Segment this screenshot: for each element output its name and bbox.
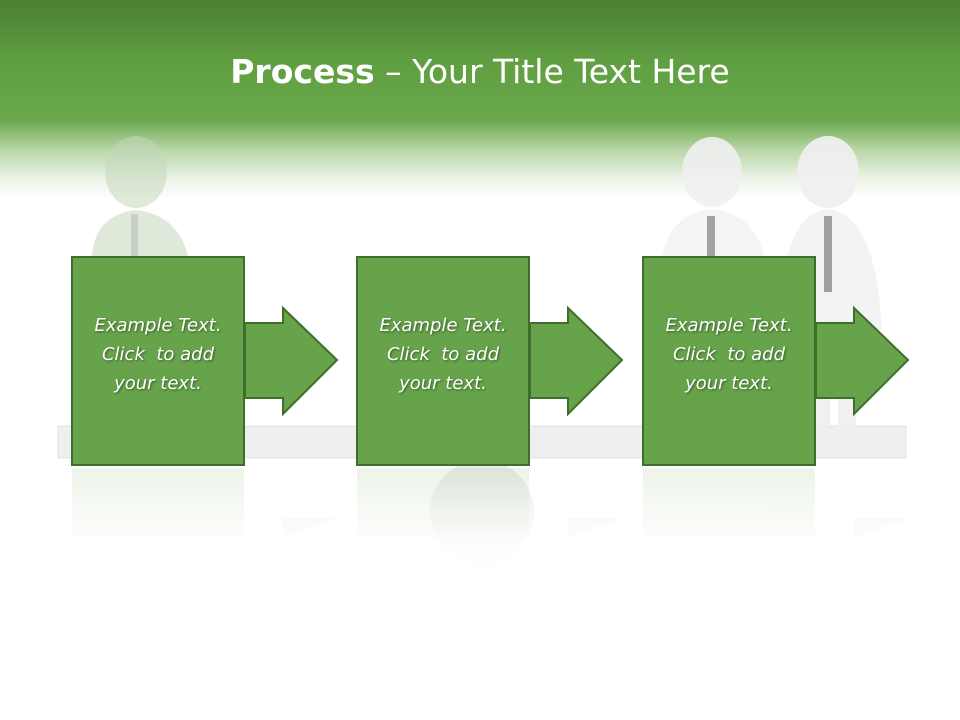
step-line-3: your text. xyxy=(399,373,487,394)
step-line-1: Example Text. xyxy=(665,315,793,336)
step-line-3: your text. xyxy=(114,373,202,394)
step-line-3: your text. xyxy=(685,373,773,394)
step-text[interactable]: Example Text. Click to add your text. xyxy=(642,311,816,398)
title-rest: – Your Title Text Here xyxy=(374,52,730,91)
step-line-1: Example Text. xyxy=(379,315,507,336)
person-figure-icon xyxy=(662,137,765,260)
reflection-fade xyxy=(0,470,960,590)
title-bold: Process xyxy=(230,52,375,91)
step-line-2: Click to add xyxy=(672,344,785,365)
step-line-2: Click to add xyxy=(101,344,214,365)
step-text[interactable]: Example Text. Click to add your text. xyxy=(356,311,530,398)
person-figure-icon xyxy=(92,136,188,256)
slide-title[interactable]: Process – Your Title Text Here xyxy=(0,52,960,91)
step-line-2: Click to add xyxy=(386,344,499,365)
step-text[interactable]: Example Text. Click to add your text. xyxy=(71,311,245,398)
step-line-1: Example Text. xyxy=(94,315,222,336)
